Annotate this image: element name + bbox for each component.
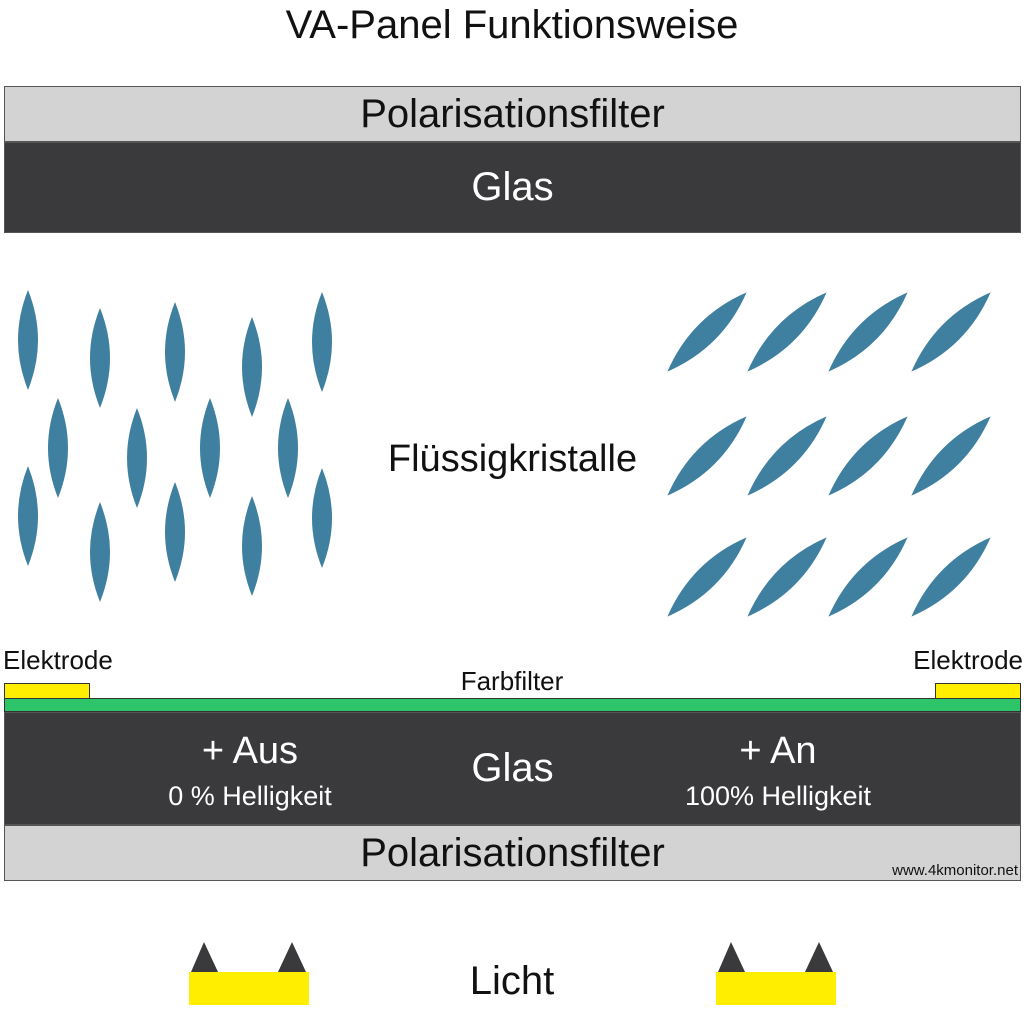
bottom-glass-label: Glas xyxy=(471,746,554,790)
crystal-vertical-8 xyxy=(200,398,220,498)
top-polarizer-label: Polarisationsfilter xyxy=(360,91,665,136)
top-glass-label: Glas xyxy=(471,165,554,209)
crystal-tilted-8 xyxy=(911,416,991,496)
crystal-tilted-12 xyxy=(911,537,991,617)
crystals-vertical-group xyxy=(18,290,332,602)
state-off-label: + Aus xyxy=(201,730,299,772)
crystal-tilted-4 xyxy=(911,292,991,372)
top-glass-layer: Glas xyxy=(4,142,1021,233)
crystal-vertical-13 xyxy=(242,496,262,596)
watermark: www.4kmonitor.net xyxy=(892,862,1018,879)
crystal-vertical-10 xyxy=(18,466,38,566)
light-source-right-icon xyxy=(716,942,836,1005)
liquid-crystals-label: Flüssigkristalle xyxy=(387,438,638,480)
crystal-tilted-1 xyxy=(667,292,747,372)
crystal-tilted-11 xyxy=(828,537,908,617)
crystal-vertical-3 xyxy=(165,302,185,402)
light-source-left-icon xyxy=(189,942,309,1005)
crystal-vertical-1 xyxy=(18,290,38,390)
crystal-tilted-3 xyxy=(828,292,908,372)
color-filter-label: Farbfilter xyxy=(460,666,564,696)
crystal-vertical-2 xyxy=(90,308,110,408)
light-label: Licht xyxy=(469,959,555,1003)
crystal-vertical-11 xyxy=(90,502,110,602)
bottom-glass-layer: Glas xyxy=(4,712,1021,825)
crystal-tilted-9 xyxy=(667,537,747,617)
crystal-tilted-6 xyxy=(747,416,827,496)
top-polarizer-layer: Polarisationsfilter xyxy=(4,86,1021,142)
diagram-title: VA-Panel Funktionsweise xyxy=(285,3,739,47)
crystal-vertical-9 xyxy=(278,398,298,498)
crystal-tilted-7 xyxy=(828,416,908,496)
state-off-brightness: 0 % Helligkeit xyxy=(168,781,332,811)
crystal-vertical-6 xyxy=(48,398,68,498)
crystals-tilted-group xyxy=(667,292,991,617)
bottom-polarizer-label: Polarisationsfilter xyxy=(360,830,665,875)
electrode-left xyxy=(4,683,90,699)
crystal-vertical-14 xyxy=(312,468,332,568)
crystal-vertical-5 xyxy=(312,292,332,392)
state-on-brightness: 100% Helligkeit xyxy=(684,781,872,811)
crystal-tilted-5 xyxy=(667,416,747,496)
crystal-vertical-12 xyxy=(165,482,185,582)
crystal-vertical-7 xyxy=(127,408,147,508)
electrode-right xyxy=(935,683,1021,699)
bottom-polarizer-layer: Polarisationsfilter xyxy=(4,825,1021,881)
crystal-vertical-4 xyxy=(242,317,262,417)
electrode-left-label: Elektrode xyxy=(3,645,113,675)
color-filter-layer xyxy=(4,698,1021,712)
crystal-tilted-2 xyxy=(747,292,827,372)
state-on-label: + An xyxy=(739,730,817,772)
electrode-right-label: Elektrode xyxy=(913,645,1023,675)
crystal-tilted-10 xyxy=(747,537,827,617)
